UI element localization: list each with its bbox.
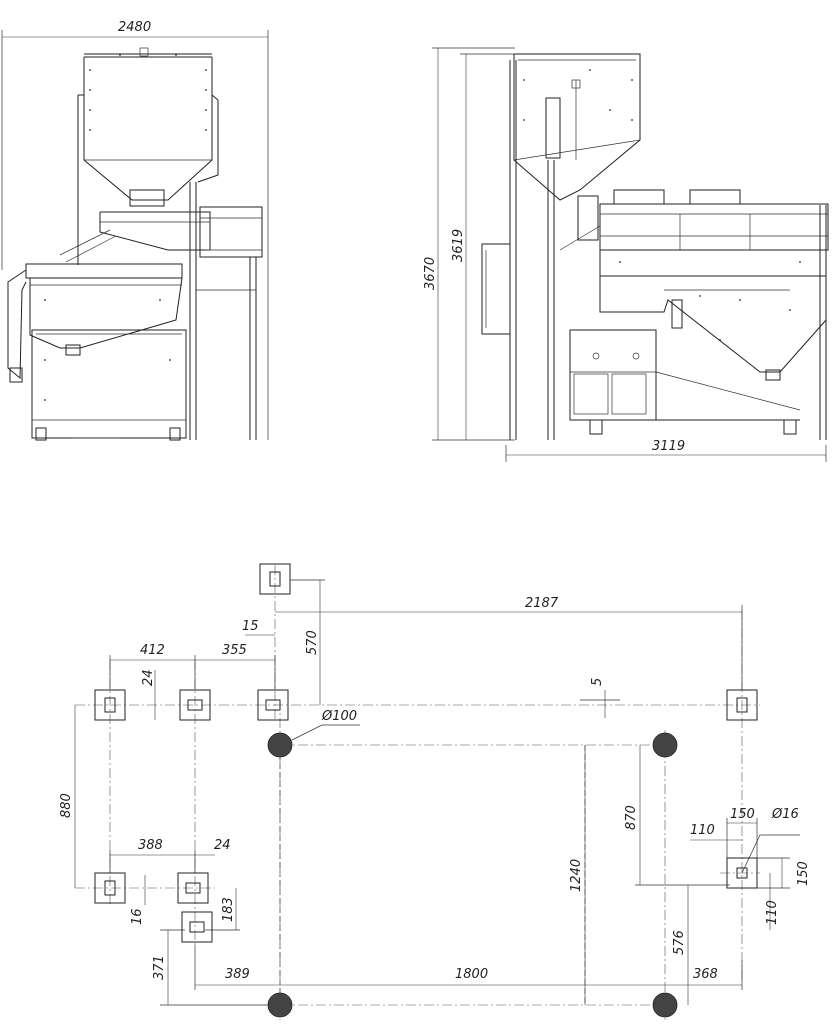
dim-15: 15 — [242, 619, 259, 634]
dim-388: 388 — [138, 838, 163, 853]
dim-368: 368 — [693, 967, 718, 982]
plan-view: 2187 15 570 412 355 24 5 Ø100 880 870 15… — [59, 563, 811, 1020]
dia-16-label: Ø16 — [771, 807, 799, 822]
anchor-bolt — [652, 732, 678, 758]
dim-570: 570 — [305, 630, 320, 655]
dim-16: 16 — [130, 908, 145, 925]
front-width-dimension: 2480 — [118, 20, 151, 35]
dim-183: 183 — [221, 897, 236, 922]
side-height-inner-dimension: 3619 — [451, 229, 466, 262]
dim-371: 371 — [152, 955, 167, 980]
dim-1800: 1800 — [455, 967, 488, 982]
front-view: 2480 — [1, 20, 269, 441]
dim-412: 412 — [140, 643, 165, 658]
dim-2187: 2187 — [525, 596, 559, 611]
side-depth-dimension: 3119 — [652, 439, 685, 454]
dim-5: 5 — [590, 678, 605, 686]
dia-100-label: Ø100 — [321, 709, 357, 724]
dim-576: 576 — [672, 930, 687, 955]
dim-150-top: 150 — [730, 807, 755, 822]
anchor-bolt — [267, 992, 293, 1018]
side-height-outer-dimension: 3670 — [423, 257, 438, 290]
dim-150-right: 150 — [796, 861, 811, 886]
foot-pad — [257, 689, 289, 721]
foot-pad — [177, 872, 209, 904]
foot-pad — [259, 563, 291, 595]
dim-355: 355 — [222, 643, 247, 658]
anchor-bolt — [652, 992, 678, 1018]
dim-24-bottom: 24 — [214, 838, 231, 853]
anchor-bolt — [267, 732, 293, 758]
dim-870: 870 — [624, 805, 639, 830]
foot-pad — [181, 911, 213, 943]
dim-880: 880 — [59, 793, 74, 818]
dim-1240: 1240 — [569, 859, 584, 892]
dim-110-right: 110 — [765, 900, 780, 925]
dim-389: 389 — [225, 967, 250, 982]
dim-24-top: 24 — [141, 669, 156, 686]
dim-110-left: 110 — [690, 823, 715, 838]
foot-pad — [726, 857, 758, 889]
side-view: 3670 3619 3119 — [423, 47, 829, 462]
